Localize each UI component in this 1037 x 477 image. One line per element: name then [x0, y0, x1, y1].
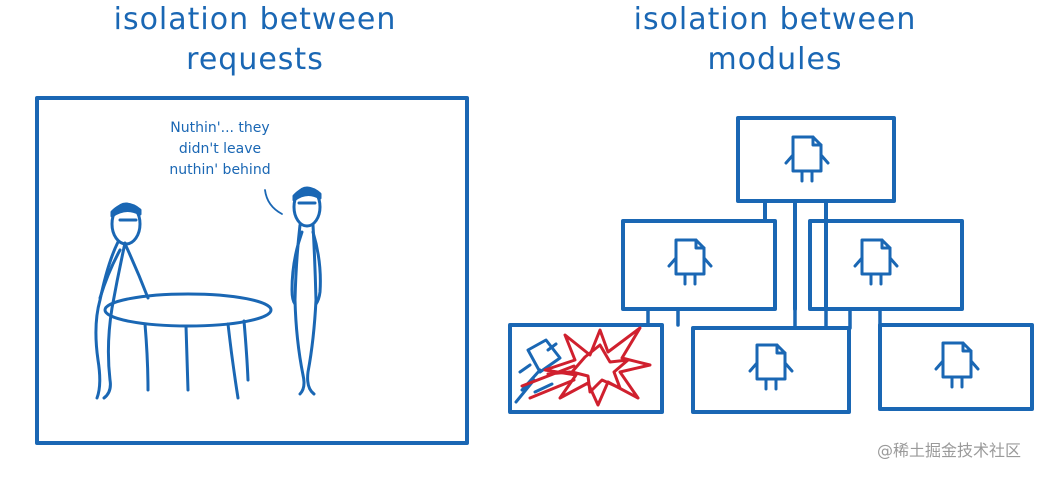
speech-line-3: nuthin' behind [169, 162, 271, 178]
module-box-mid-left [621, 219, 777, 311]
speech-pointer [264, 189, 283, 215]
stick-figure-left-icon [94, 202, 150, 400]
requests-title: isolation between requests [30, 0, 480, 80]
module-file-character-icon [667, 238, 713, 286]
connector-top [763, 199, 828, 311]
speech-line-2: didn't leave [178, 141, 262, 157]
requests-panel-frame [35, 96, 469, 445]
speech-text: Nuthin'... they didn't leave nuthin' beh… [140, 118, 300, 181]
module-box-bottom-center [691, 326, 851, 414]
requests-title-line-1: isolation between [113, 2, 397, 37]
module-box-bottom-broken [508, 323, 664, 414]
speech-line-1: Nuthin'... they [170, 120, 270, 136]
module-file-character-icon [934, 341, 980, 389]
round-table-icon [103, 292, 273, 400]
modules-title-line-1: isolation between [633, 2, 917, 37]
modules-title: isolation between modules [545, 0, 1005, 80]
explosion-burst-icon [520, 326, 652, 407]
module-tree [508, 116, 1034, 414]
module-file-character-icon [784, 135, 830, 183]
broken-module-file-icon [514, 338, 562, 404]
module-file-icons [667, 135, 980, 391]
module-file-character-icon [853, 238, 899, 286]
watermark: @稀土掘金技术社区 [876, 441, 1021, 460]
requests-title-line-2: requests [186, 42, 324, 77]
module-box-top [736, 116, 896, 203]
connector-mid [646, 307, 882, 330]
stick-figure-right-icon [290, 186, 322, 396]
module-box-mid-right [808, 219, 964, 311]
modules-title-line-2: modules [707, 42, 843, 77]
module-file-character-icon [748, 343, 794, 391]
module-box-bottom-right [878, 323, 1034, 411]
